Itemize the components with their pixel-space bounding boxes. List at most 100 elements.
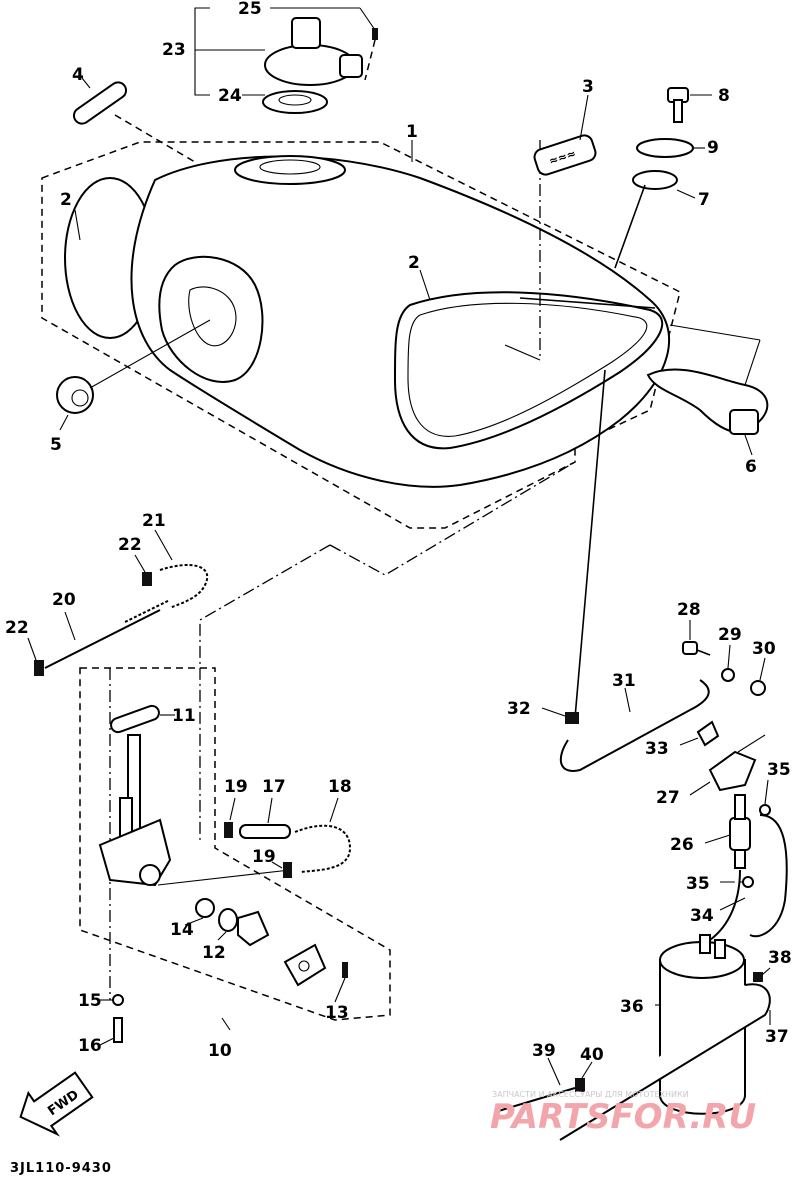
callout-1: 1 <box>406 122 418 142</box>
watermark-main: PARTSFOR.RU <box>490 1097 756 1137</box>
bracket-27 <box>708 750 757 792</box>
leader-14 <box>184 917 204 926</box>
leader-26 <box>704 834 731 844</box>
hose-34-loop <box>749 814 788 938</box>
cock-outlet <box>139 864 161 886</box>
evap-canister-system <box>494 369 788 1141</box>
callout-22: 22 <box>5 618 29 638</box>
fuel-cock <box>98 704 348 1046</box>
leader-34 <box>719 897 746 911</box>
leader-25b <box>359 7 376 31</box>
part-5-cap <box>56 319 211 431</box>
parts-7-8-9 <box>614 87 712 269</box>
part-14 <box>195 898 215 918</box>
valve-26-outlet <box>734 849 746 869</box>
tank-assembly-boundary <box>41 141 681 529</box>
callout-20: 20 <box>52 590 76 610</box>
leader-3-tip <box>504 344 541 361</box>
callout-40: 40 <box>580 1045 604 1065</box>
pipe-20 <box>44 609 161 669</box>
leader-6-label <box>744 434 753 456</box>
cap-screw-leader <box>364 39 376 81</box>
callout-17: 17 <box>262 777 286 797</box>
tank-to-hose-31-line <box>574 369 606 719</box>
cap-gasket-inner <box>278 94 312 106</box>
callout-13: 13 <box>325 1003 349 1023</box>
leader-21 <box>154 529 173 561</box>
hose-18 <box>294 824 352 873</box>
callout-7: 7 <box>698 190 710 210</box>
tank-emblem-inner <box>407 302 648 437</box>
bolt-28 <box>682 641 698 655</box>
leader-22a <box>27 637 37 661</box>
clamp-33 <box>696 720 720 747</box>
hose-17 <box>239 824 291 839</box>
callout-26: 26 <box>670 835 694 855</box>
emblem-badge <box>533 134 597 176</box>
hose-34 <box>709 869 741 941</box>
callout-12: 12 <box>202 943 226 963</box>
nut-30 <box>750 680 766 696</box>
leader-18 <box>329 797 339 823</box>
tank-filler-neck <box>234 155 346 185</box>
clip-22b <box>142 572 152 586</box>
bolt-16 <box>113 1017 123 1043</box>
callout-14: 14 <box>170 920 194 940</box>
leader-33 <box>679 737 699 746</box>
leader-19b <box>271 861 283 869</box>
leader-35a <box>764 779 769 805</box>
callout-labels: 1 2 2 3 4 5 6 7 8 9 10 11 12 13 14 15 16… <box>5 0 792 1065</box>
clip-40 <box>575 1078 585 1092</box>
callout-35: 35 <box>767 760 791 780</box>
leader-2b <box>419 269 431 301</box>
diagram-code: 3JL110-9430 <box>10 1161 112 1176</box>
valve-26 <box>729 817 751 851</box>
callout-35: 35 <box>686 874 710 894</box>
part-4-damper <box>72 77 196 163</box>
o-ring-11 <box>110 704 160 734</box>
cock-plate-hole <box>298 960 310 972</box>
leader-7 <box>676 189 696 199</box>
washer-9 <box>636 138 694 158</box>
callout-34: 34 <box>690 906 714 926</box>
callout-16: 16 <box>78 1036 102 1056</box>
callout-27: 27 <box>656 788 680 808</box>
knob-5-inner <box>71 389 89 407</box>
bolt-8-shank <box>673 99 683 123</box>
clip-35b <box>742 876 754 888</box>
clip-35a <box>759 804 771 816</box>
tank-to-cock-line-2 <box>199 544 331 840</box>
canister-36-port-b <box>714 939 726 959</box>
cock-lever <box>237 910 270 947</box>
callout-19: 19 <box>224 777 248 797</box>
fwd-arrow-shape <box>19 1071 94 1137</box>
canister-36-port-a <box>699 934 711 954</box>
tank-rear-opening <box>158 255 264 383</box>
screw-13 <box>342 962 348 978</box>
hose-39 <box>494 1087 576 1113</box>
callout-37: 37 <box>765 1027 789 1047</box>
cock-outlet-leader <box>157 869 291 886</box>
callout-28: 28 <box>677 600 701 620</box>
part-12 <box>218 908 238 932</box>
leader-3-label <box>579 94 589 141</box>
leader-29 <box>727 644 731 669</box>
part-6-bracket <box>646 324 769 456</box>
leader-27 <box>689 781 711 796</box>
callout-23: 23 <box>162 40 186 60</box>
callout-6: 6 <box>745 457 757 477</box>
callout-5: 5 <box>50 435 62 455</box>
callout-15: 15 <box>78 991 102 1011</box>
fuel-tank <box>64 155 671 488</box>
forward-direction-arrow: FWD <box>19 1071 94 1137</box>
clip-32 <box>565 712 579 724</box>
knob-5 <box>56 376 94 414</box>
bolt-28-shank <box>696 649 711 656</box>
fuel-cap-hinge <box>339 54 363 78</box>
damper-strip <box>72 81 128 125</box>
clip-22a <box>34 660 44 676</box>
callout-2: 2 <box>60 190 72 210</box>
callout-32: 32 <box>507 699 531 719</box>
tank-filler-neck-inner <box>259 159 321 175</box>
watermark: ЗАПЧАСТИ И АКСЕССУАРЫ ДЛЯ МОТОТЕХНИКИ PA… <box>490 1090 756 1137</box>
